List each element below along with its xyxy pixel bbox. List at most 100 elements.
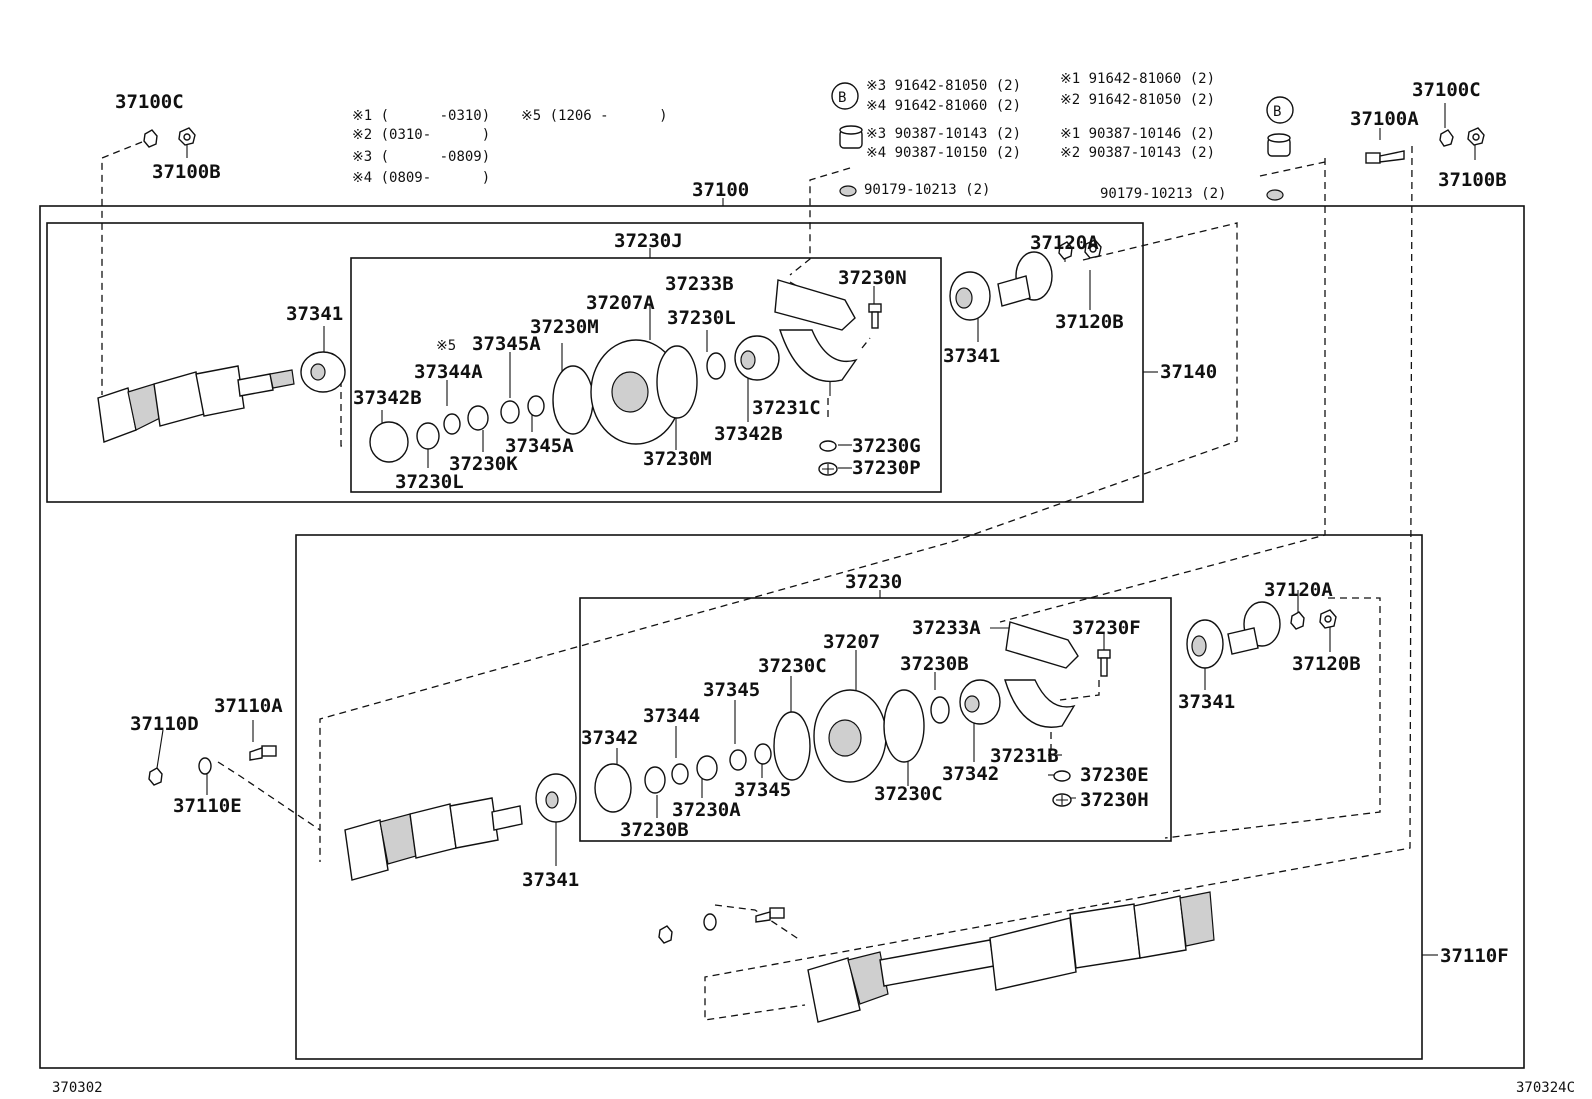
dashed-link (789, 167, 851, 276)
nut-37100B-right (1467, 127, 1485, 146)
dashed-link (999, 158, 1326, 623)
label-37120B-bottom: 37120B (1292, 653, 1361, 675)
label-37341-top-left: 37341 (286, 303, 343, 325)
bushing-right-line1: ※1 90387-10146 (2) (1060, 126, 1215, 142)
label-37230K: 37230K (449, 453, 518, 475)
dashed-link (319, 222, 1238, 862)
flange-37341-lower-left (535, 773, 577, 823)
dashed-link (704, 145, 1413, 1021)
label-37110E: 37110E (173, 795, 242, 817)
dashed-link (101, 141, 143, 395)
washer-37230E (1053, 770, 1071, 782)
bushing-left-line1: ※3 90387-10143 (2) (866, 126, 1021, 142)
label-note-5: ※5 (436, 338, 456, 354)
bolt-37230F (1097, 649, 1111, 677)
label-37230M-top: 37230M (530, 316, 599, 338)
dashed-link (714, 904, 801, 941)
frame-37110F (295, 534, 1423, 1060)
label-37230A: 37230A (672, 799, 741, 821)
label-37341-mid: 37341 (522, 869, 579, 891)
note-5: ※5 (1206 - ) (521, 108, 668, 124)
nut-37100C-right (1439, 129, 1454, 147)
diagram-id-left: 370302 (52, 1080, 103, 1096)
bushing-right (1267, 133, 1291, 157)
label-37233B: 37233B (665, 273, 734, 295)
label-37231C: 37231C (752, 397, 821, 419)
label-37230J: 37230J (614, 230, 683, 252)
label-37100C-right: 37100C (1412, 79, 1481, 101)
label-37342-left: 37342 (581, 727, 638, 749)
label-37100A: 37100A (1350, 108, 1419, 130)
svg-text:B: B (1273, 104, 1281, 120)
flange-37341-upper-right (949, 271, 991, 321)
label-37110F: 37110F (1440, 945, 1509, 967)
label-37342B-left: 37342B (353, 387, 422, 409)
diagram-id-right: 370324C (1516, 1080, 1575, 1096)
label-37342B-right: 37342B (714, 423, 783, 445)
frame-37230 (579, 597, 1172, 842)
outer-frame-37100 (39, 205, 1525, 1069)
flange-yoke-upper-right (997, 251, 1053, 307)
bushing-right-line2: ※2 90387-10143 (2) (1060, 145, 1215, 161)
label-37230N: 37230N (838, 267, 907, 289)
washer-right-icon (1266, 189, 1284, 201)
label-37233A: 37233A (912, 617, 981, 639)
bushing-left (839, 125, 863, 149)
propeller-shaft-front-lower (344, 797, 523, 881)
note-1: ※1 ( -0310) (352, 108, 490, 124)
note-3: ※3 ( -0809) (352, 149, 490, 165)
svg-text:B: B (838, 90, 846, 106)
bolt-37110A (249, 745, 277, 761)
label-37230B-top: 37230B (900, 653, 969, 675)
hardware-rear-shaft (658, 907, 785, 944)
propeller-shaft-rear (807, 891, 1215, 1023)
dashed-link (1259, 161, 1326, 177)
washer-right-code: 90179-10213 (2) (1100, 186, 1226, 202)
label-37341-top-right: 37341 (943, 345, 1000, 367)
center-bearing-bracket-37233B (774, 279, 858, 382)
frame-37140 (46, 222, 1144, 503)
nut-37230H (1052, 793, 1072, 807)
label-37100C-left: 37100C (115, 91, 184, 113)
label-37120A-bottom: 37120A (1264, 579, 1333, 601)
nut-37120B-lower (1319, 609, 1337, 629)
note-2: ※2 (0310- ) (352, 127, 490, 143)
bolt-b-left-line2: ※4 91642-81060 (2) (866, 98, 1021, 114)
label-37120B-top: 37120B (1055, 311, 1124, 333)
label-37207: 37207 (823, 631, 880, 653)
nut-37100C-left (143, 129, 158, 148)
label-37230B-bottom: 37230B (620, 819, 689, 841)
dashed-link (861, 337, 871, 349)
dashed-link (1164, 597, 1381, 839)
bolt-37100A (1365, 150, 1405, 164)
label-37100B-right: 37100B (1438, 169, 1507, 191)
propeller-shaft-front-upper (97, 365, 295, 443)
label-37344: 37344 (643, 705, 700, 727)
bushing-left-line2: ※4 90387-10150 (2) (866, 145, 1021, 161)
dashed-link (217, 761, 321, 831)
label-37230E: 37230E (1080, 764, 1149, 786)
label-37110A: 37110A (214, 695, 283, 717)
nut-37110D (148, 767, 163, 786)
bearing-parts-37230J (369, 335, 780, 463)
label-37345A-top: 37345A (472, 333, 541, 355)
label-37345A-bottom: 37345A (505, 435, 574, 457)
label-37230L-bottom: 37230L (395, 471, 464, 493)
dashed-link (340, 368, 345, 447)
nut-37120A-upper (1058, 241, 1073, 260)
flange-37341-lower-right (1186, 619, 1224, 669)
bolt-b-right-line2: ※2 91642-81050 (2) (1060, 92, 1215, 108)
label-37100B-left: 37100B (152, 161, 221, 183)
label-37100: 37100 (692, 179, 749, 201)
washer-37110E (198, 757, 212, 775)
flange-37341-upper-left (300, 351, 346, 393)
label-37342-right: 37342 (942, 763, 999, 785)
nut-37230P (818, 462, 838, 476)
label-37344A: 37344A (414, 361, 483, 383)
frame-37230J (350, 257, 942, 493)
label-37207A: 37207A (586, 292, 655, 314)
note-4: ※4 (0809- ) (352, 170, 490, 186)
label-37230C-bottom: 37230C (874, 783, 943, 805)
label-37120A-top: 37120A (1030, 232, 1099, 254)
